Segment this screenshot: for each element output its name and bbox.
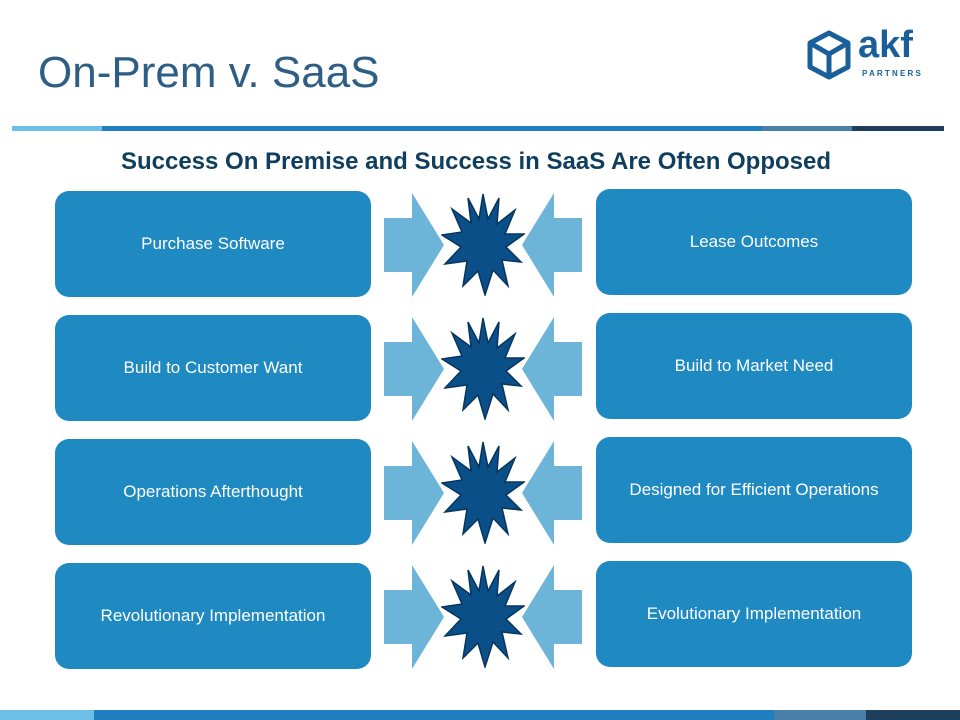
saas-box: Evolutionary Implementation xyxy=(596,561,912,667)
saas-box: Designed for Efficient Operations xyxy=(596,437,912,543)
onprem-label: Purchase Software xyxy=(141,234,285,253)
cube-logo-icon xyxy=(807,30,851,80)
onprem-box: Purchase Software xyxy=(55,191,371,297)
bottom-bar-main xyxy=(94,710,774,720)
arrow-icon xyxy=(384,441,444,545)
saas-box: Build to Market Need xyxy=(596,313,912,419)
bottom-bar-mid xyxy=(774,710,866,720)
onprem-box: Operations Afterthought xyxy=(55,439,371,545)
logo-wordmark: akf xyxy=(858,24,913,66)
arrow-icon xyxy=(384,193,444,297)
saas-label: Evolutionary Implementation xyxy=(646,604,862,623)
onprem-box: Revolutionary Implementation xyxy=(55,563,371,669)
starburst-icon xyxy=(441,565,525,668)
starburst-icon xyxy=(441,317,525,420)
starburst-icon xyxy=(441,441,525,544)
saas-label: Build to Market Need xyxy=(674,356,834,375)
arrow-icon xyxy=(384,565,444,669)
bottom-bar-light xyxy=(0,710,94,720)
saas-box: Lease Outcomes xyxy=(596,189,912,295)
arrow-icon xyxy=(522,193,582,297)
bottom-bar-dark xyxy=(866,710,960,720)
top-divider-main xyxy=(102,126,762,131)
onprem-box: Build to Customer Want xyxy=(55,315,371,421)
onprem-label: Operations Afterthought xyxy=(123,482,303,501)
top-divider-light xyxy=(12,126,102,131)
arrow-icon xyxy=(522,441,582,545)
arrow-icon xyxy=(522,317,582,421)
top-divider-mid xyxy=(762,126,852,131)
saas-label: Designed for Efficient Operations xyxy=(629,480,879,499)
logo-subtext: PARTNERS xyxy=(862,69,924,78)
akf-logo: akf PARTNERS xyxy=(806,24,936,82)
diagram-subtitle: Success On Premise and Success in SaaS A… xyxy=(120,148,832,175)
arrow-icon xyxy=(522,565,582,669)
arrow-icon xyxy=(384,317,444,421)
onprem-label: Revolutionary Implementation xyxy=(100,606,326,625)
starburst-icon xyxy=(441,193,525,296)
top-divider-dark xyxy=(852,126,944,131)
page-title: On-Prem v. SaaS xyxy=(38,48,380,97)
onprem-label: Build to Customer Want xyxy=(123,358,303,377)
saas-label: Lease Outcomes xyxy=(689,232,819,251)
